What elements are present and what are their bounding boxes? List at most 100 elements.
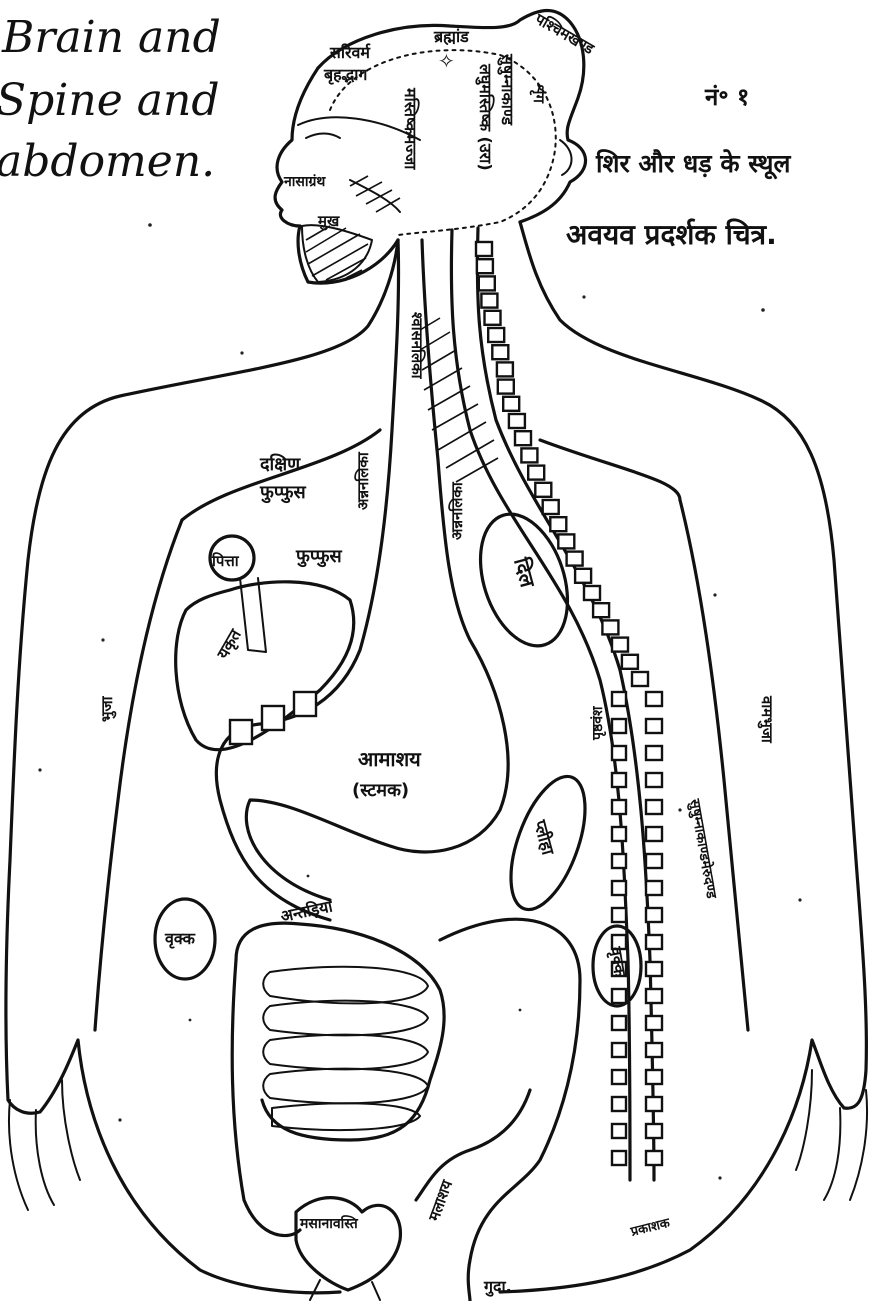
- label-right-arm: भुजा: [98, 695, 117, 722]
- vertebra-process: [612, 1097, 626, 1111]
- vertebra: [521, 448, 537, 462]
- vertebra-process: [612, 854, 626, 868]
- vertebra: [479, 276, 495, 290]
- vertebra: [575, 569, 591, 583]
- organs: [155, 503, 641, 1300]
- vertebra: [646, 719, 662, 733]
- vertebra: [646, 962, 662, 976]
- label-spine-mid: पृष्ठवंश: [590, 706, 607, 741]
- vertebra: [646, 881, 662, 895]
- english-title-line-3: abdomen.: [0, 136, 215, 187]
- label-spine-lower: सुषुम्नाकाण्डमेरुदण्ड: [685, 797, 720, 901]
- vertebra: [646, 1016, 662, 1030]
- vertebra-process: [612, 881, 626, 895]
- label-spinal-root: सुषुम्नाकाण्ड: [497, 53, 517, 127]
- vertebra: [632, 672, 648, 686]
- label-stomach: आमाशय: [358, 747, 422, 771]
- english-title-line-2: Spine and: [0, 75, 219, 126]
- vertebra-process: [612, 1043, 626, 1057]
- vertebra: [646, 935, 662, 949]
- vertebra: [646, 989, 662, 1003]
- vertebra: [646, 854, 662, 868]
- label-crown: शृंग: [529, 83, 548, 103]
- hatched-jaw: [302, 176, 400, 282]
- label-nasal: नासाग्रंथ: [283, 174, 326, 190]
- esophagus: [216, 240, 508, 920]
- label-gallbladder: पित्ता: [211, 552, 240, 570]
- label-anus: गुदा.: [483, 1277, 512, 1297]
- liver: [176, 536, 354, 750]
- vertebra-process: [612, 1124, 626, 1138]
- vertebra: [528, 466, 544, 480]
- signature: प्रकाशक: [628, 1216, 672, 1241]
- caption-line-1: शिर और धड़ के स्थूल: [595, 149, 791, 180]
- vertebra: [646, 800, 662, 814]
- vertebra-process: [612, 1016, 626, 1030]
- label-stomach-en: (स्टमक): [352, 780, 409, 801]
- label-cerebrum: बृहद्भाग: [323, 65, 368, 85]
- lungs: [182, 430, 680, 520]
- vertebra: [515, 431, 531, 445]
- label-medulla: मस्तिष्कमज्जा: [401, 87, 420, 170]
- vertebra: [488, 328, 504, 342]
- vertebra: [622, 655, 638, 669]
- vertebra: [477, 259, 493, 273]
- label-kidney-right: वृक्क: [164, 929, 196, 949]
- label-esophagus-left: अन्ननलिका: [354, 451, 372, 510]
- label-right-lung-2: फुप्फुस: [259, 482, 306, 504]
- vertebra: [646, 1043, 662, 1057]
- vertebra: [481, 294, 497, 308]
- vertebra-process: [612, 1151, 626, 1165]
- vertebra: [593, 603, 609, 617]
- vertebra: [567, 552, 583, 566]
- label-liver: यकृत: [213, 625, 247, 663]
- vertebra-process: [612, 908, 626, 922]
- vertebra: [476, 242, 492, 256]
- vertebra: [646, 1097, 662, 1111]
- vertebra-process: [612, 692, 626, 706]
- vertebra: [584, 586, 600, 600]
- vertebra: [550, 517, 566, 531]
- organ-labels: सरिवर्म बृहद्भाग ब्रह्मांड ✧ मस्तिष्कमज्…: [98, 9, 776, 1297]
- label-spleen: प्लीहा: [529, 817, 559, 858]
- label-rectum: मलाशय: [425, 1177, 457, 1225]
- vertebra: [492, 345, 508, 359]
- vertebra-process: [612, 746, 626, 760]
- label-anterior-brain: सरिवर्म: [329, 43, 371, 62]
- label-right-lung-1: दक्षिण: [259, 453, 301, 475]
- vertebra: [503, 397, 519, 411]
- label-left-lung: फुप्फुस: [295, 546, 342, 568]
- vertebra: [646, 908, 662, 922]
- vertebra: [646, 746, 662, 760]
- vertebra: [543, 500, 559, 514]
- label-kidney-left: वृक्क: [605, 944, 630, 979]
- vertebra-process: [612, 989, 626, 1003]
- vertebra-process: [612, 827, 626, 841]
- plate-number: नं॰ १: [704, 83, 749, 111]
- vertebra-process: [612, 773, 626, 787]
- body-outline: [6, 11, 867, 1293]
- vertebra-process: [612, 1070, 626, 1084]
- vertebra: [612, 638, 628, 652]
- vertebra: [646, 692, 662, 706]
- vertebra: [558, 534, 574, 548]
- vertebra: [498, 380, 514, 394]
- vertebra: [602, 620, 618, 634]
- vertebra: [509, 414, 525, 428]
- vertebra-process: [612, 719, 626, 733]
- english-title: Brain and Spine and abdomen.: [0, 12, 221, 187]
- label-throat: मुख: [317, 212, 340, 231]
- intestines: [232, 919, 580, 1301]
- vertebra: [646, 827, 662, 841]
- vertebra: [497, 362, 513, 376]
- label-cerebellum: लघुमस्तिष्क (उरा): [475, 63, 495, 171]
- vertebrae: [476, 242, 662, 1165]
- plate-caption: नं॰ १ शिर और धड़ के स्थूल अवयव प्रदर्शक …: [566, 83, 791, 251]
- bladder: [296, 1198, 400, 1290]
- vertebra: [646, 1070, 662, 1084]
- english-title-line-1: Brain and: [1, 12, 221, 63]
- vertebra-process: [612, 800, 626, 814]
- label-heart: दिल: [509, 554, 540, 591]
- star-mark: ✧: [438, 49, 455, 73]
